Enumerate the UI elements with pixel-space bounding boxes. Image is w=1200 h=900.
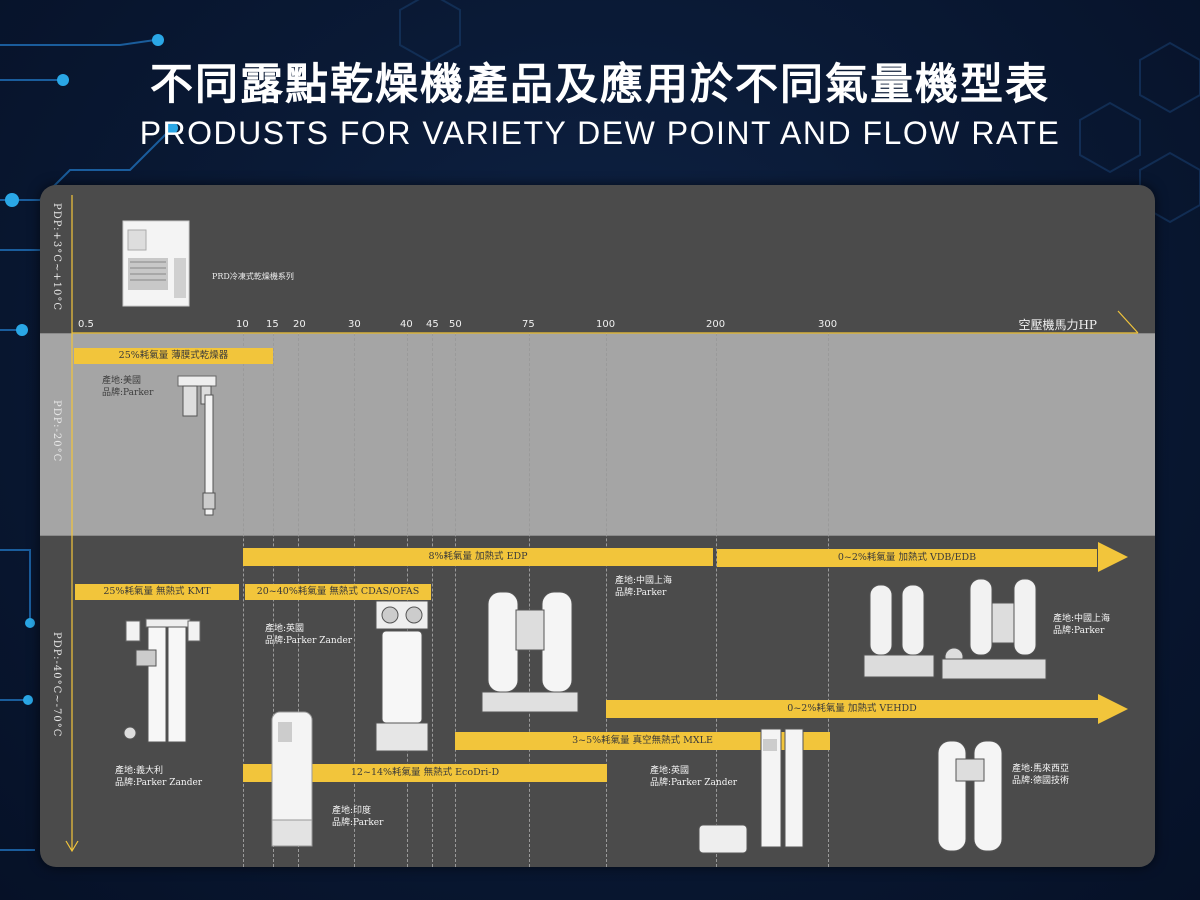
hp-tick: 30 — [348, 319, 361, 330]
hp-tick: 40 — [400, 319, 413, 330]
grid-line — [716, 333, 717, 867]
grid-line — [529, 333, 530, 867]
edp-dryer-image — [481, 591, 579, 713]
bar-ecodri: 12~14%耗氣量 無熱式 EcoDri-D — [243, 764, 607, 782]
grid-line — [243, 333, 244, 867]
refrigerated-caption: PRD冷凍式乾燥機系列 — [212, 272, 294, 281]
page-title: 不同露點乾燥機產品及應用於不同氣量機型表 — [150, 60, 1050, 110]
grid-line — [828, 333, 829, 867]
note-edp: 產地:中國上海 品牌:Parker — [615, 576, 673, 598]
hp-tick: 75 — [522, 319, 535, 330]
grid-line — [354, 333, 355, 867]
grid-line — [432, 333, 433, 867]
hp-tick: 15 — [266, 319, 279, 330]
hp-tick: 200 — [706, 319, 726, 330]
pdp-middle-label: PDP:-20°C — [51, 400, 62, 463]
bar-vehdd: 0~2%耗氣量 加熱式 VEHDD — [606, 700, 1098, 718]
band-separator — [40, 535, 1155, 536]
hp-tick: 0.5 — [78, 319, 94, 330]
hp-tick: 300 — [818, 319, 838, 330]
hp-tick: 45 — [426, 319, 439, 330]
bar-vdb: 0~2%耗氣量 加熱式 VDB/EDB — [717, 549, 1097, 567]
grid-line — [273, 333, 274, 867]
axes — [65, 195, 1139, 853]
chart-panel: PDP:+3°C~+10°C PDP:-20°C PDP:-40°C~-70°C… — [40, 185, 1155, 867]
mxle-dryer-image — [698, 728, 804, 854]
grid-line — [455, 333, 456, 867]
ecodri-dryer-image — [271, 711, 313, 847]
arrow-head — [1098, 694, 1128, 724]
vdb-dryer-image-2 — [941, 578, 1047, 680]
grid-line — [407, 333, 408, 867]
bar-kmt: 25%耗氣量 無熱式 KMT — [75, 584, 239, 600]
hp-tick: 10 — [236, 319, 249, 330]
refrigerated-dryer-image — [122, 220, 190, 307]
kmt-dryer-image — [123, 618, 201, 743]
note-vehdd: 產地:馬來西亞 品牌:德國技術 — [1012, 764, 1070, 786]
pdp-bottom-label: PDP:-40°C~-70°C — [51, 632, 62, 738]
bar-edp: 8%耗氣量 加熱式 EDP — [243, 548, 713, 566]
page-subtitle: PRODUSTS FOR VARIETY DEW POINT AND FLOW … — [139, 115, 1061, 151]
hp-axis-label: 空壓機馬力HP — [1018, 318, 1097, 332]
grid-line — [298, 333, 299, 867]
note-membrane: 產地:美國 品牌:Parker — [102, 376, 154, 398]
pdp-top-label: PDP:+3°C~+10°C — [51, 203, 62, 312]
hp-tick: 20 — [293, 319, 306, 330]
vdb-dryer-image-1 — [863, 584, 935, 678]
pdp-minus20-band — [40, 333, 1155, 535]
arrow-head — [1098, 542, 1128, 572]
hp-tick: 100 — [596, 319, 616, 330]
vehdd-dryer-image — [937, 740, 1003, 852]
hp-tick: 50 — [449, 319, 462, 330]
bar-mxle: 3~5%耗氣量 真空無熱式 MXLE — [455, 732, 830, 750]
membrane-dryer-image — [177, 375, 217, 516]
bar-cdas: 20~40%耗氣量 無熱式 CDAS/OFAS — [245, 584, 431, 600]
note-vdb: 產地:中國上海 品牌:Parker — [1053, 614, 1111, 636]
note-mxle: 產地:英國 品牌:Parker Zander — [650, 766, 738, 788]
bar-membrane: 25%耗氣量 薄膜式乾燥器 — [74, 348, 273, 364]
grid-line — [606, 333, 607, 867]
note-cdas: 產地:英國 品牌:Parker Zander — [265, 624, 353, 646]
note-kmt: 產地:義大利 品牌:Parker Zander — [115, 766, 203, 788]
cdas-dryer-image — [375, 600, 429, 752]
note-ecodri: 產地:印度 品牌:Parker — [332, 806, 384, 828]
